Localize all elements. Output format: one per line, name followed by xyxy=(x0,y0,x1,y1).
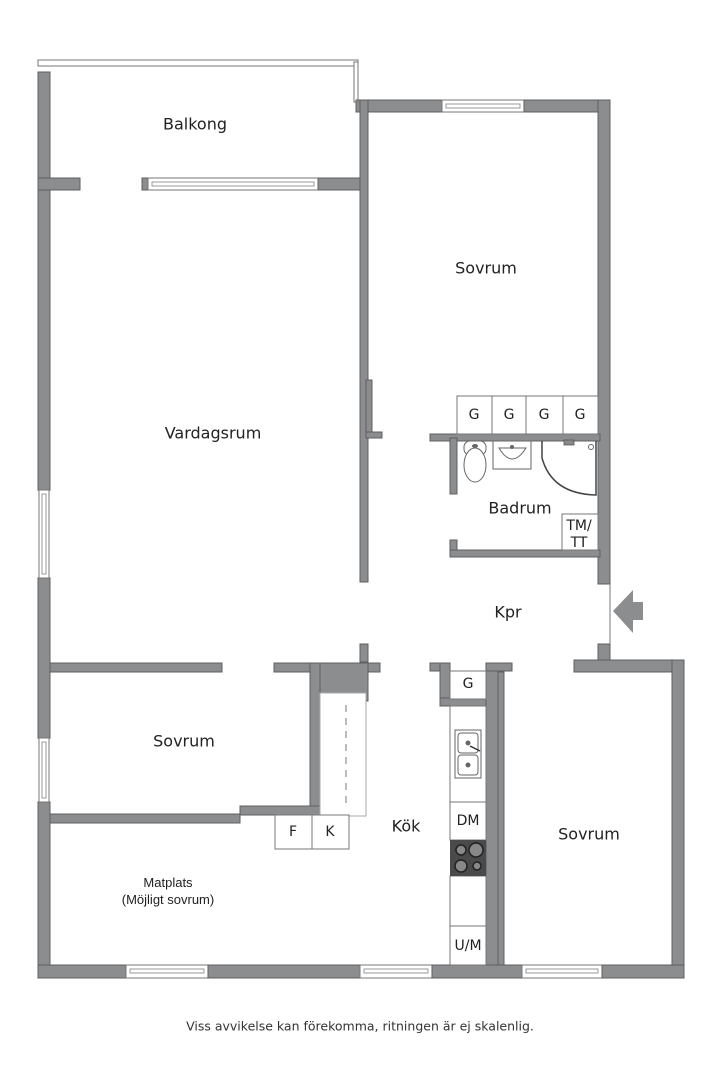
sink-icon xyxy=(492,440,532,470)
entrance-arrow-icon xyxy=(613,590,643,633)
toilet-icon xyxy=(463,440,487,483)
fridge-freezer xyxy=(274,692,367,850)
wardrobe-label-1: G xyxy=(468,407,480,423)
kitchen-wardrobe xyxy=(449,670,487,700)
window-top-bedroom xyxy=(441,99,525,113)
wall-right-upper xyxy=(597,99,611,585)
room-sovrum-left: Sovrum xyxy=(153,731,215,751)
wardrobe-label-2: G xyxy=(503,407,515,423)
room-matplats-title: Matplats xyxy=(143,875,193,890)
room-kpr: Kpr xyxy=(494,602,522,622)
tt-label: TT xyxy=(570,535,588,551)
shower-icon xyxy=(541,439,597,496)
dishwasher-label: DM xyxy=(456,813,480,829)
window-bottom-3 xyxy=(521,964,603,979)
wall-left xyxy=(37,71,51,491)
window-left-bedroom xyxy=(38,737,50,803)
window-balcony-door xyxy=(147,177,319,191)
room-balkong: Balkong xyxy=(162,114,228,134)
room-vardagsrum: Vardagsrum xyxy=(164,423,262,443)
window-bottom-2 xyxy=(359,964,433,979)
balcony-railing xyxy=(37,59,359,67)
room-kok: Kök xyxy=(391,816,421,836)
window-left-living xyxy=(38,489,50,579)
wardrobe-label-4: G xyxy=(574,407,586,423)
kitchen-wardrobe-label: G xyxy=(462,676,474,692)
stove-icon xyxy=(450,840,486,876)
window-bottom-1 xyxy=(125,964,209,979)
room-badrum: Badrum xyxy=(488,498,552,518)
wall-bottom xyxy=(37,964,127,979)
kitchen-sink-icon xyxy=(454,729,482,779)
freezer-label: K xyxy=(325,824,335,840)
room-sovrum-bottom-right: Sovrum xyxy=(558,824,620,844)
disclaimer-text: Viss avvikelse kan förekomma, ritningen … xyxy=(186,1018,534,1034)
tm-tt-box xyxy=(561,513,599,551)
room-matplats: Matplats (Möjligt sovrum) xyxy=(122,874,214,908)
tm-label: TM/ xyxy=(566,518,592,534)
bath-wardrobes xyxy=(456,395,599,435)
room-sovrum-top-right: Sovrum xyxy=(455,258,517,278)
oven-microwave-label: U/M xyxy=(454,938,482,954)
wardrobe-label-3: G xyxy=(538,407,550,423)
room-matplats-note: (Möjligt sovrum) xyxy=(121,892,215,907)
fridge-label: F xyxy=(288,824,298,840)
